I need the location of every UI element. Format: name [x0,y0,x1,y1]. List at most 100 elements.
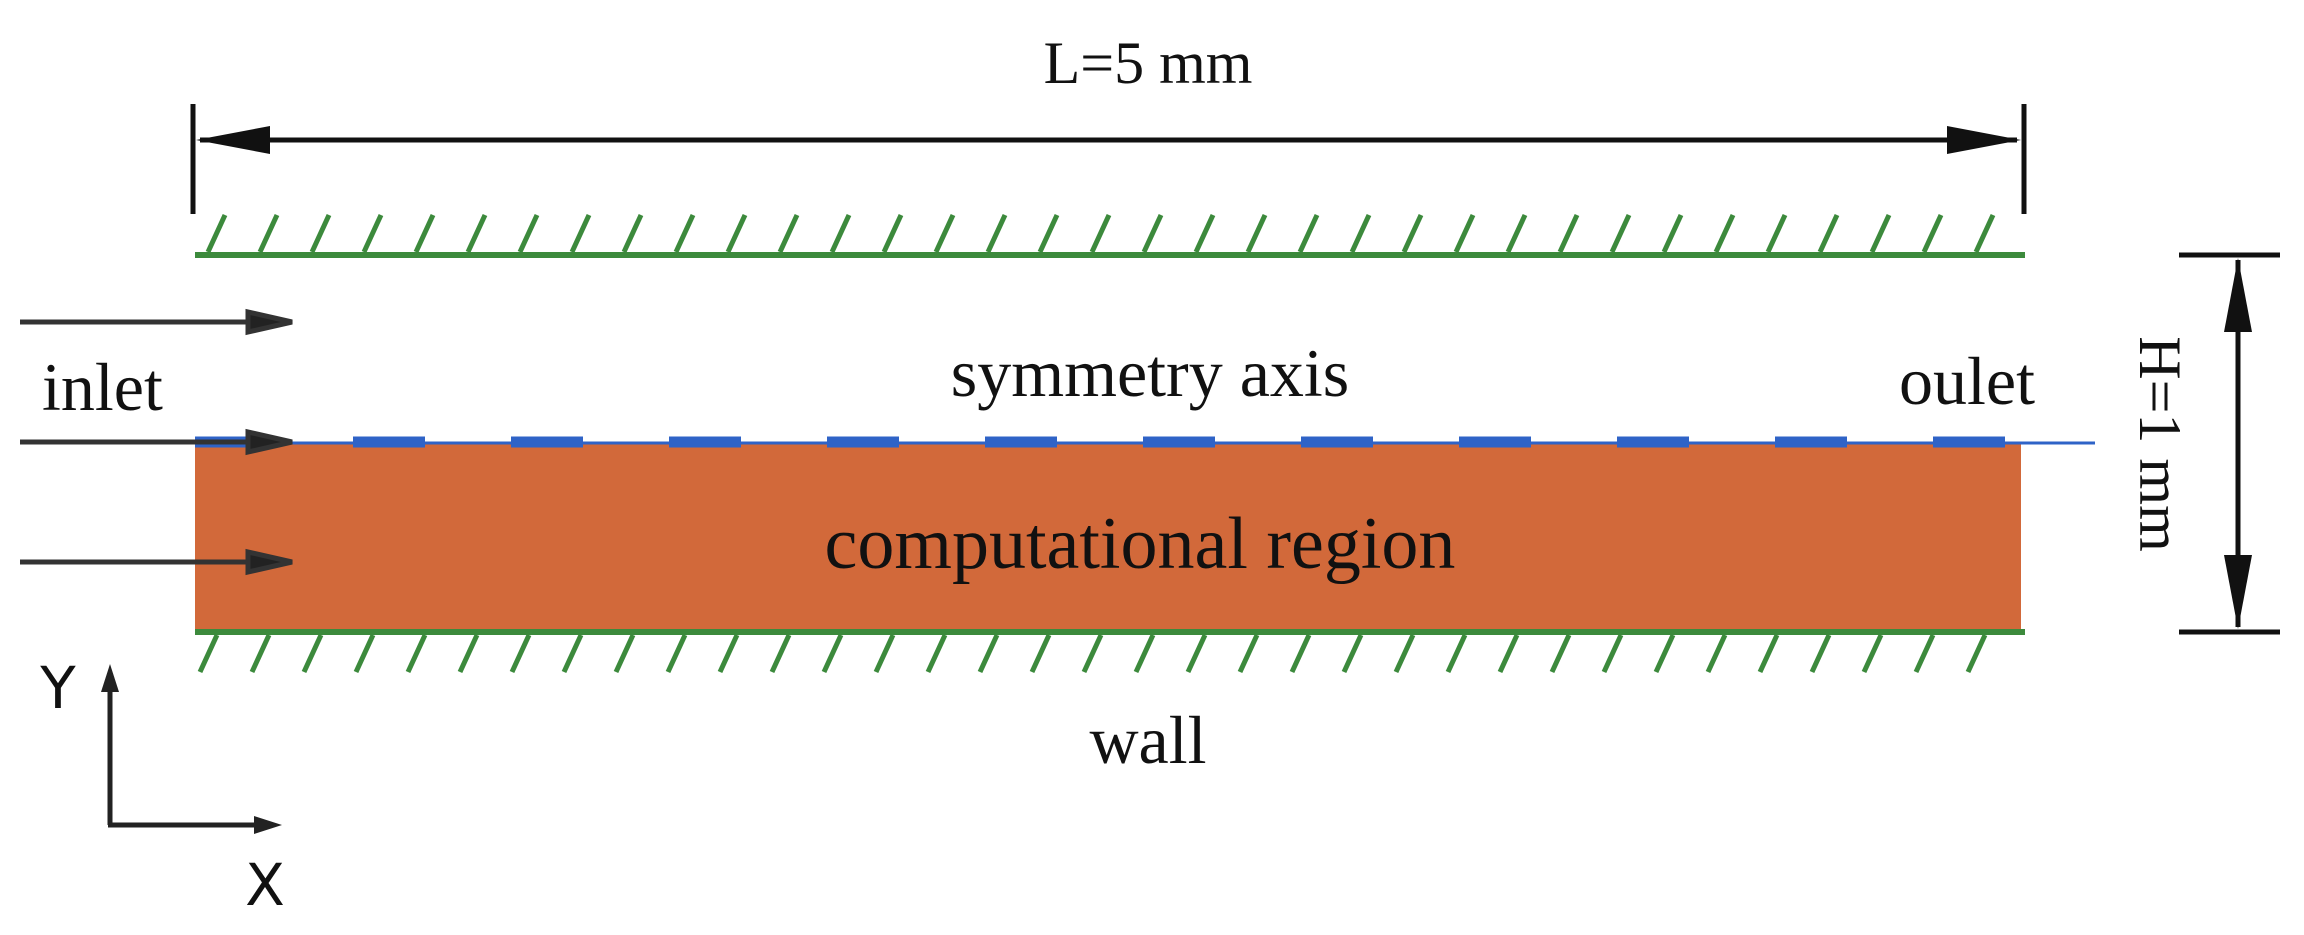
x-axis-label: X [245,851,285,919]
bottom-wall-hatch-7 [561,633,584,674]
top-wall-hatch-11 [777,213,800,254]
bottom-wall-hatch-33 [1913,633,1936,674]
top-wall-hatch-8 [621,213,644,254]
height-label: H=1 mm [2127,336,2193,552]
top-wall-hatch-30 [1765,213,1788,254]
top-wall-hatch-0 [205,213,228,254]
top-wall-hatch-6 [517,213,540,254]
inlet-arrow-top-head [245,308,293,336]
top-wall-hatch-19 [1193,213,1216,254]
top-wall-hatch-14 [933,213,956,254]
top-wall-hatch-26 [1557,213,1580,254]
bottom-wall-hatch-29 [1705,633,1728,674]
bottom-wall-hatch-10 [717,633,740,674]
length-arrowhead-right [1947,126,2021,154]
top-wall-hatch-2 [309,213,332,254]
top-wall-hatch-31 [1817,213,1840,254]
top-wall-hatch-15 [985,213,1008,254]
top-wall-hatch-20 [1245,213,1268,254]
bottom-wall-hatch-20 [1237,633,1260,674]
top-wall-hatch-7 [569,213,592,254]
top-wall-hatch-23 [1401,213,1424,254]
inlet-label: inlet [42,349,163,425]
y-axis-arrowhead [101,664,119,692]
top-wall-hatch-25 [1505,213,1528,254]
top-wall-hatch-27 [1609,213,1632,254]
bottom-wall [195,629,2025,674]
top-wall-hatch-28 [1661,213,1684,254]
top-wall-hatch-1 [257,213,280,254]
bottom-wall-hatch-21 [1289,633,1312,674]
top-wall-hatch-21 [1297,213,1320,254]
inlet-arrow-bottom-head [245,548,293,576]
bottom-wall-hatch-22 [1341,633,1364,674]
bottom-wall-hatch-18 [1133,633,1156,674]
top-wall-hatch-13 [881,213,904,254]
height-arrowhead-top [2224,258,2252,332]
top-wall-hatch-16 [1037,213,1060,254]
top-wall-hatch-17 [1089,213,1112,254]
length-label: L=5 mm [1044,30,1253,96]
bottom-wall-hatch-31 [1809,633,1832,674]
bottom-wall-hatch-15 [977,633,1000,674]
bottom-wall-hatch-24 [1445,633,1468,674]
bottom-wall-hatch-19 [1185,633,1208,674]
bottom-wall-hatch-23 [1393,633,1416,674]
length-dimension: L=5 mm [190,30,2027,214]
computational-region-label: computational region [825,503,1456,585]
bottom-wall-hatch-25 [1497,633,1520,674]
top-wall-hatch-5 [465,213,488,254]
bottom-wall-hatches [197,633,1988,674]
top-wall-hatch-24 [1453,213,1476,254]
bottom-wall-hatch-0 [197,633,220,674]
bottom-wall-hatch-5 [457,633,480,674]
top-wall-hatches [205,213,1996,254]
bottom-wall-hatch-2 [301,633,324,674]
bottom-wall-hatch-3 [353,633,376,674]
length-arrowhead-left [196,126,270,154]
bottom-wall-hatch-6 [509,633,532,674]
x-axis-arrowhead [254,816,282,834]
symmetry-axis-label: symmetry axis [951,335,1350,411]
computational-region [195,443,2021,632]
top-wall-hatch-33 [1921,213,1944,254]
top-wall-hatch-10 [725,213,748,254]
bottom-wall-hatch-1 [249,633,272,674]
coordinate-axes: Y X [39,654,285,919]
top-wall-hatch-9 [673,213,696,254]
bottom-wall-hatch-28 [1653,633,1676,674]
bottom-wall-hatch-8 [613,633,636,674]
top-wall-hatch-18 [1141,213,1164,254]
inlet-arrows [20,308,293,576]
wall-label: wall [1089,702,1206,778]
bottom-wall-hatch-34 [1965,633,1988,674]
bottom-wall-hatch-9 [665,633,688,674]
bottom-wall-hatch-17 [1081,633,1104,674]
bottom-wall-hatch-26 [1549,633,1572,674]
top-wall-hatch-3 [361,213,384,254]
bottom-wall-hatch-30 [1757,633,1780,674]
bottom-wall-hatch-14 [925,633,948,674]
top-wall-hatch-12 [829,213,852,254]
outlet-label: oulet [1899,343,2035,419]
top-wall-hatch-22 [1349,213,1372,254]
top-wall-hatch-4 [413,213,436,254]
inlet-arrow-middle-head [245,428,293,456]
symmetry-axis-line [195,436,2095,448]
top-wall-hatch-32 [1869,213,1892,254]
top-wall-hatch-34 [1973,213,1996,254]
bottom-wall-hatch-13 [873,633,896,674]
bottom-wall-hatch-32 [1861,633,1884,674]
top-wall [195,213,2025,258]
bottom-wall-hatch-12 [821,633,844,674]
y-axis-label: Y [39,654,76,722]
top-wall-hatch-29 [1713,213,1736,254]
bottom-wall-hatch-27 [1601,633,1624,674]
height-arrowhead-bottom [2224,555,2252,629]
bottom-wall-hatch-16 [1029,633,1052,674]
height-dimension: H=1 mm [2127,252,2280,635]
bottom-wall-hatch-11 [769,633,792,674]
bottom-wall-hatch-4 [405,633,428,674]
